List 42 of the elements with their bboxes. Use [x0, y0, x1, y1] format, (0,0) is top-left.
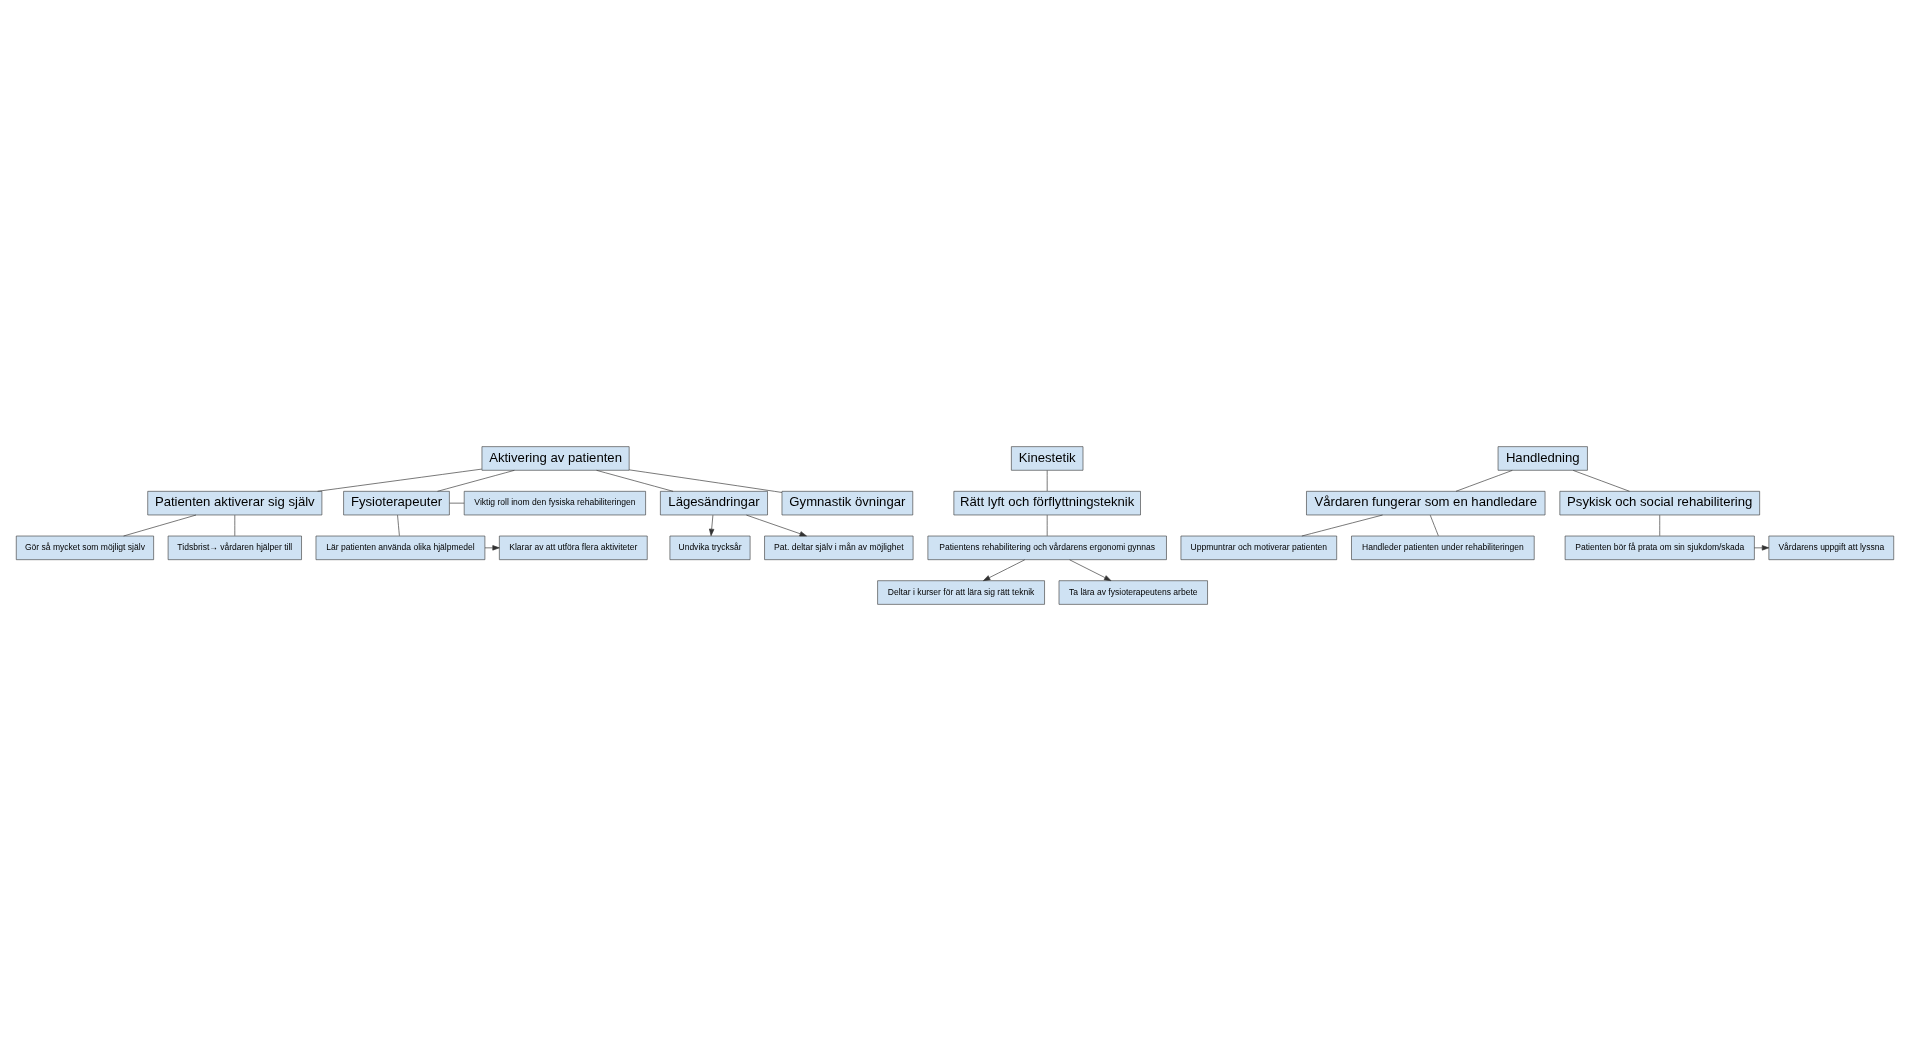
arrow [746, 514, 807, 536]
connector [628, 469, 783, 493]
node-box: Gör så mycket som möjligt själv [15, 535, 154, 560]
node-box: Uppmuntrar och motiverar patienten [1180, 535, 1338, 560]
node-box: Klarar av att utföra flera aktiviteter [499, 535, 648, 560]
node-box: Handleder patienten under rehabiliteringen [1351, 535, 1535, 560]
node-box: Handledning [1497, 445, 1588, 471]
connector [449, 502, 465, 503]
connector [1046, 469, 1048, 491]
node-box: Pat. deltar själv i mån av möjlighet [764, 535, 914, 560]
connector [397, 514, 400, 536]
connector [1659, 514, 1661, 536]
node-box: Tidsbrist→ vårdaren hjälper till [167, 535, 302, 560]
node-box: Lägesändringar [660, 490, 768, 515]
node-box: Patientens rehabilitering och vårdarens ergonomi gynnas [927, 535, 1167, 560]
arrow [709, 514, 715, 536]
connector [437, 469, 515, 492]
node-box: Kinestetik [1011, 445, 1084, 471]
arrow [983, 558, 1026, 581]
connector [123, 514, 197, 536]
node-box: Vårdarens uppgift att lyssna [1768, 535, 1895, 560]
arrow [484, 544, 500, 550]
node-box: Lär patienten använda olika hjälpmedel [315, 535, 486, 560]
node-box: Gymnastik övningar [781, 490, 914, 515]
connector [1572, 469, 1630, 492]
node-box: Rätt lyft och förflyttningsteknik [953, 490, 1141, 515]
node-box: Fysioterapeuter [343, 490, 450, 515]
connector [596, 469, 674, 492]
connector [1429, 514, 1439, 536]
node-box: Undvika trycksår [669, 535, 751, 560]
node-box: Patienten aktiverar sig själv [147, 490, 323, 515]
connector [1455, 469, 1513, 492]
node-box: Psykisk och social rehabilitering [1559, 490, 1760, 515]
node-box: Ta lära av fysioterapeutens arbete [1058, 579, 1208, 605]
connector [317, 468, 483, 492]
arrow [1069, 558, 1112, 581]
node-box: Aktivering av patienten [481, 445, 630, 471]
node-box: Vårdaren fungerar som en handledare [1306, 490, 1546, 515]
node-box: Deltar i kurser för att lära sig rätt teknik [877, 579, 1045, 605]
node-box: Patienten bör få prata om sin sjukdom/skada [1564, 535, 1755, 560]
arrow [1754, 544, 1770, 550]
node-box: Viktig roll inom den fysiska rehabiliteringen [463, 490, 646, 515]
